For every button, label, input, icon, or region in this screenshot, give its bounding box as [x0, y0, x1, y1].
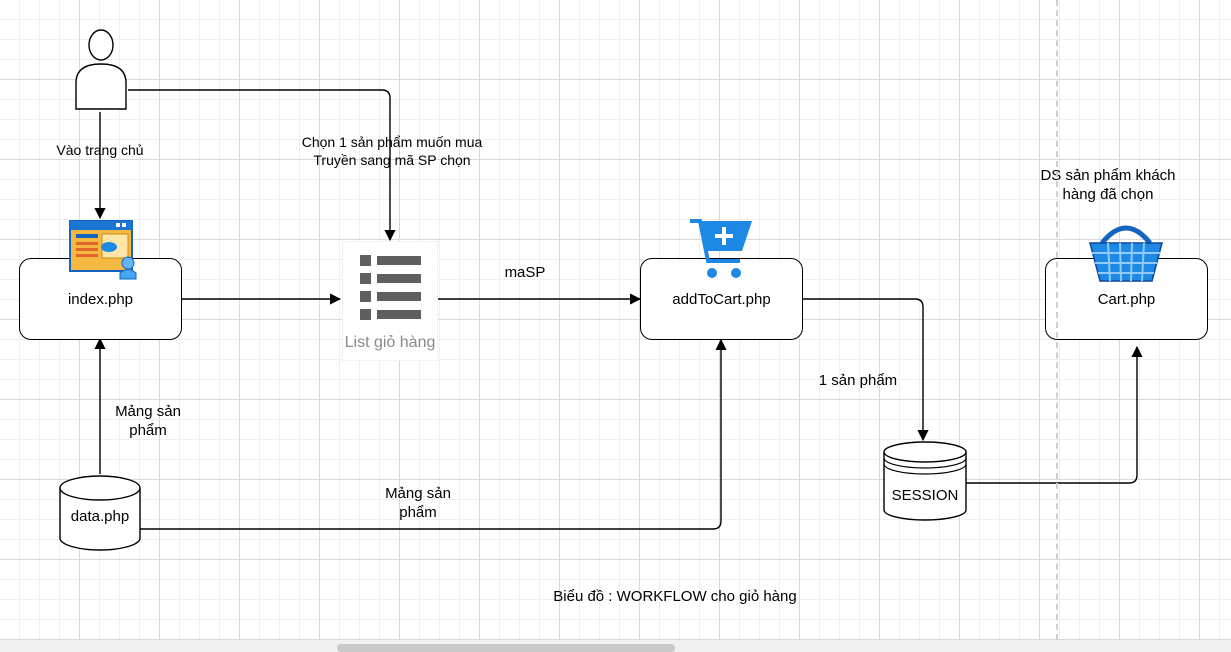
node-session-label: SESSION — [891, 487, 959, 504]
cart-note-line1: DS sản phẩm khách — [1040, 167, 1176, 184]
edge-label-mang-san-pham-2a: Mảng sản — [385, 485, 451, 502]
node-cart-label: Cart.php — [1097, 290, 1156, 308]
edge-label-mang-san-pham-1b: phẩm — [129, 422, 167, 439]
edge-label-mang-san-pham-2b: phẩm — [399, 504, 437, 521]
diagram-title: Biểu đồ : WORKFLOW cho giỏ hàng — [553, 588, 797, 605]
edge-label-masp: maSP — [504, 264, 546, 281]
edge-label-mang-san-pham-1a: Mảng sản — [115, 403, 181, 420]
node-session[interactable] — [882, 440, 968, 522]
page-break-divider — [1056, 0, 1058, 640]
list-icon — [342, 241, 438, 361]
shopping-basket-icon — [1089, 225, 1163, 282]
node-addtocart[interactable]: addToCart.php — [640, 258, 803, 340]
edge-data-addtocart — [140, 338, 727, 530]
edge-session-cart — [966, 345, 1143, 484]
edge-label-1-san-pham: 1 sản phẩm — [818, 372, 898, 389]
scrollbar-thumb[interactable] — [337, 644, 675, 652]
node-data[interactable] — [58, 474, 142, 552]
edge-addtocart-session — [802, 298, 929, 442]
edge-label-truyen-ma-sp: Truyền sang mã SP chọn — [313, 152, 471, 168]
edge-actor-list — [128, 89, 396, 242]
node-list-label: List giỏ hàng — [344, 334, 436, 351]
node-index-label: index.php — [67, 290, 134, 308]
cart-add-icon — [690, 219, 752, 278]
edge-label-chon-san-pham: Chọn 1 sản phẩm muốn mua — [301, 134, 483, 150]
web-page-icon — [69, 220, 137, 280]
edge-label-vao-trang-chu: Vào trang chủ — [56, 142, 144, 158]
cart-note-line2: hàng đã chọn — [1062, 186, 1154, 203]
node-data-label: data.php — [70, 508, 130, 525]
node-addtocart-label: addToCart.php — [672, 290, 771, 308]
user-actor-icon — [75, 29, 127, 110]
